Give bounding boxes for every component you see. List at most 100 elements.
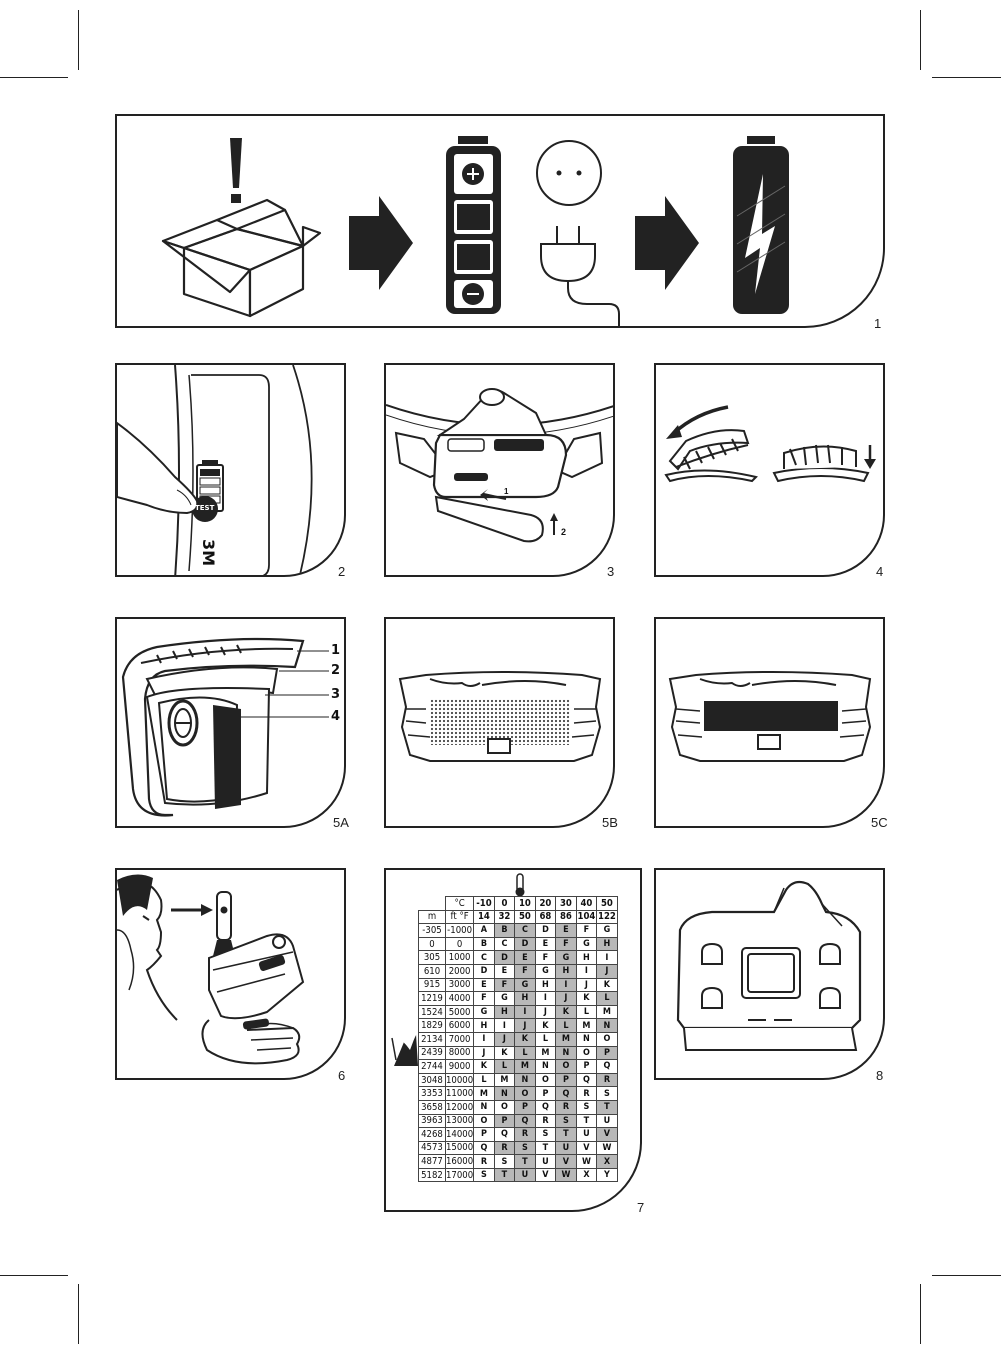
calibration-code: M (514, 1059, 536, 1074)
calibration-code: C (473, 950, 495, 965)
calibration-code: N (493, 1086, 516, 1101)
calibration-code: H (555, 963, 577, 979)
calibration-code: P (493, 1113, 516, 1129)
fahrenheit-value: 32 (493, 909, 516, 925)
figure-5b-illustration (398, 671, 602, 762)
figure-2-panel: TEST 3M (115, 363, 346, 577)
calibration-code: L (493, 1059, 516, 1074)
crop-mark (932, 77, 1001, 78)
crop-mark (78, 1284, 79, 1344)
calibration-code: G (534, 963, 557, 979)
altitude-meters: 1524 (418, 1004, 446, 1020)
celsius-value: 30 (555, 896, 577, 911)
calibration-code: I (493, 1018, 516, 1033)
calibration-code: E (514, 950, 536, 965)
altitude-feet: 1000 (444, 950, 475, 965)
crop-mark (920, 1284, 921, 1344)
calibration-code: R (534, 1113, 557, 1129)
callout-2: 2 (331, 663, 341, 678)
calibration-code: Q (473, 1140, 495, 1156)
altitude-meters: -305 (418, 923, 446, 938)
calibration-code: E (534, 936, 557, 952)
brand-logo: 3M (199, 538, 219, 567)
calibration-code: W (575, 1154, 598, 1169)
callout-4: 4 (331, 709, 341, 724)
calibration-code: M (575, 1018, 598, 1033)
calibration-code: O (473, 1113, 495, 1129)
fahrenheit-value: 50 (514, 909, 536, 925)
calibration-code: E (555, 923, 577, 938)
altitude-feet: 6000 (444, 1018, 475, 1033)
calibration-code: M (493, 1072, 516, 1088)
calibration-code: K (493, 1045, 516, 1061)
calibration-code: N (473, 1099, 495, 1115)
box-icon (161, 198, 322, 318)
calibration-code: R (555, 1099, 577, 1115)
altitude-meters: 1219 (418, 991, 446, 1006)
calibration-code: Q (555, 1086, 577, 1101)
calibration-code: O (596, 1031, 618, 1047)
figure-5a-illustration (121, 637, 329, 817)
celsius-value: 20 (534, 896, 557, 911)
calibration-code: K (514, 1031, 536, 1047)
calibration-code: H (493, 1004, 516, 1020)
fahrenheit-value: 86 (555, 909, 577, 925)
figure-6-illustration (117, 874, 305, 1065)
power-socket-icon (536, 140, 602, 206)
calibration-code: K (555, 1004, 577, 1020)
calibration-code: Q (493, 1127, 516, 1142)
altitude-meters: 2134 (418, 1031, 446, 1047)
feet-fahrenheit-unit: ft °F (444, 909, 475, 925)
calibration-code: O (493, 1099, 516, 1115)
calibration-code: T (514, 1154, 536, 1169)
battery-icon (446, 136, 501, 314)
calibration-code: Y (596, 1167, 618, 1183)
test-button-label: TEST (195, 504, 215, 512)
figure-4-panel (654, 363, 885, 577)
altitude-feet: 17000 (444, 1167, 475, 1183)
figure-3-illustration (386, 388, 613, 543)
calibration-code: P (555, 1072, 577, 1088)
altitude-meters: 4268 (418, 1127, 446, 1142)
calibration-code: C (493, 936, 516, 952)
celsius-value: 10 (514, 896, 536, 911)
calibration-code: J (473, 1045, 495, 1061)
calibration-code: O (555, 1059, 577, 1074)
fahrenheit-value: 104 (575, 909, 598, 925)
calibration-code: V (596, 1127, 618, 1142)
calibration-code: I (596, 950, 618, 965)
altitude-meters: 4573 (418, 1140, 446, 1156)
figure-6-panel (115, 868, 346, 1080)
celsius-value: -10 (473, 896, 495, 911)
calibration-code: H (534, 977, 557, 993)
calibration-code: L (473, 1072, 495, 1088)
figure-3-panel: 1 2 (384, 363, 615, 577)
figure-8-illustration (676, 880, 862, 1051)
calibration-code: I (555, 977, 577, 993)
calibration-code: M (555, 1031, 577, 1047)
altitude-meters: 3658 (418, 1099, 446, 1115)
calibration-code: I (534, 991, 557, 1006)
calibration-code: G (596, 923, 618, 938)
calibration-code: V (555, 1154, 577, 1169)
crop-mark (0, 1275, 68, 1276)
calibration-code: U (514, 1167, 536, 1183)
calibration-code: P (575, 1059, 598, 1074)
calibration-code: J (534, 1004, 557, 1020)
figure-5b-number: 5B (602, 815, 618, 830)
altitude-meters: 1829 (418, 1018, 446, 1033)
calibration-code: F (575, 923, 598, 938)
figure-1-illustration (161, 136, 789, 326)
altitude-feet: 13000 (444, 1113, 475, 1129)
calibration-code: P (596, 1045, 618, 1061)
figure-5a-panel: 1 2 3 4 (115, 617, 346, 828)
calibration-code: Q (596, 1059, 618, 1074)
